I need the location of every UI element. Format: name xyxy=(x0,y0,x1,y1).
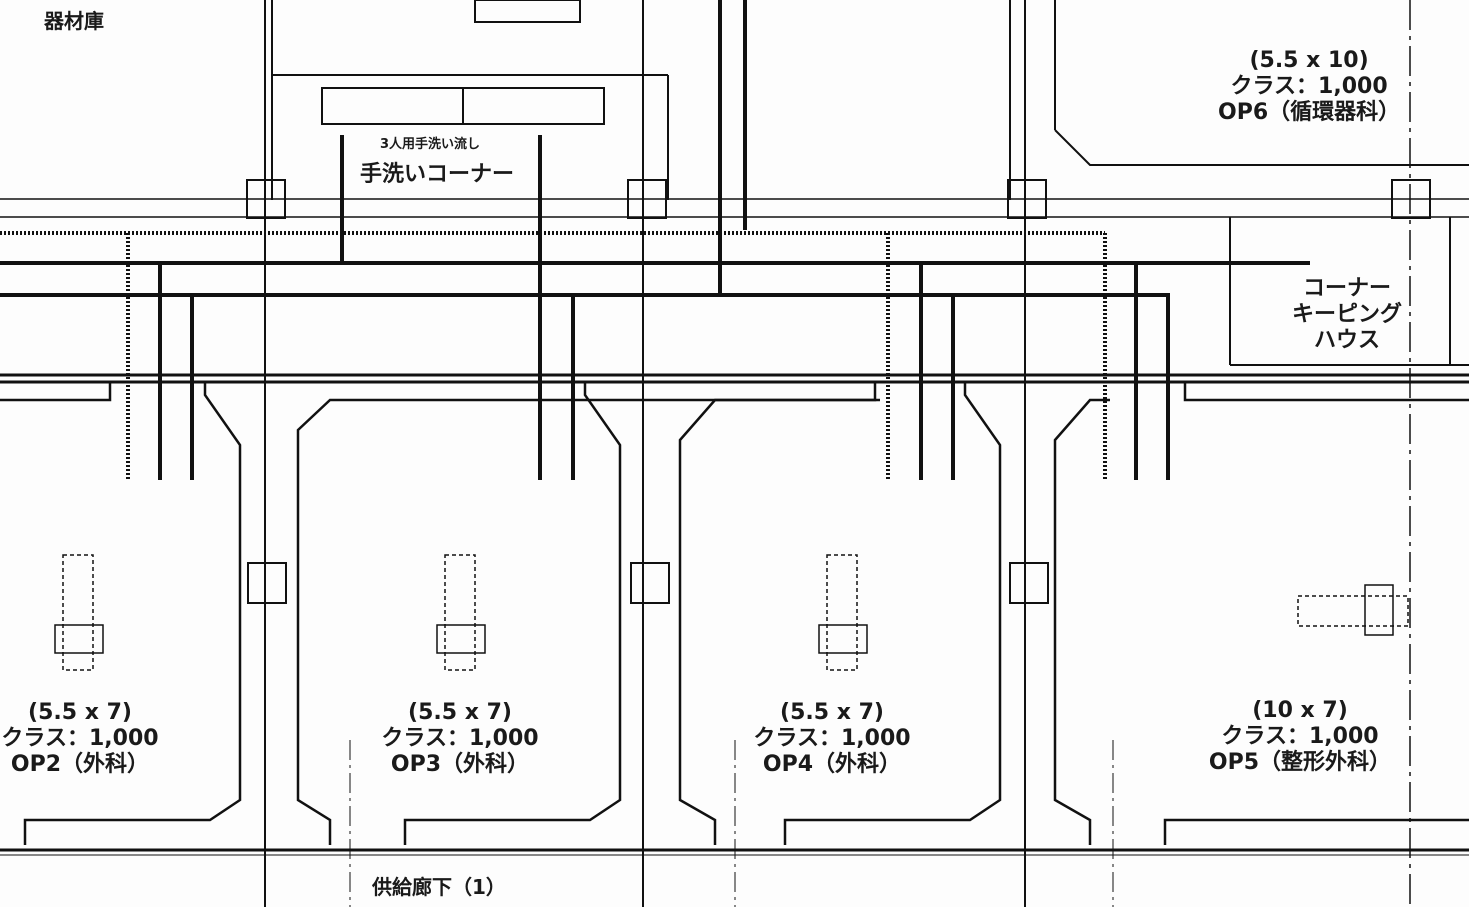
pipes xyxy=(0,0,1310,480)
columns xyxy=(246,179,1431,604)
op5-class: クラス：1,000 xyxy=(1221,724,1379,749)
op6-name: OP6（循環器科） xyxy=(1218,100,1401,125)
op5-size: (10 x 7) xyxy=(1252,698,1348,723)
room-label-op5: (10 x 7) クラス：1,000 OP5（整形外科） xyxy=(1200,698,1400,776)
op2-name: OP2（外科） xyxy=(10,752,150,777)
room-label-op3: (5.5 x 7) クラス：1,000 OP3（外科） xyxy=(370,700,550,778)
room-label-storage: 器材庫 xyxy=(44,9,104,33)
op6-size: (5.5 x 10) xyxy=(1249,48,1369,73)
op5-name: OP5（整形外科） xyxy=(1208,750,1392,775)
op3-class: クラス：1,000 xyxy=(381,726,539,751)
or-walls xyxy=(0,382,1469,845)
op3-name: OP3（外科） xyxy=(390,752,530,777)
room-label-op6: (5.5 x 10) クラス：1,000 OP6（循環器科） xyxy=(1218,48,1400,126)
sink xyxy=(321,87,605,125)
room-label-housekeeping: コーナー キーピング ハウス xyxy=(1292,276,1402,354)
op2-size: (5.5 x 7) xyxy=(28,700,132,725)
room-label-op4: (5.5 x 7) クラス：1,000 OP4（外科） xyxy=(742,700,922,778)
housekeeping-line-2: キーピング xyxy=(1292,302,1403,327)
sink-label: 3人用手洗い流し xyxy=(380,137,481,152)
room-label-op2: (5.5 x 7) クラス：1,000 OP2（外科） xyxy=(0,700,170,778)
corridor-label: 供給廊下（1） xyxy=(372,875,506,899)
op4-name: OP4（外科） xyxy=(762,752,902,777)
op4-class: クラス：1,000 xyxy=(753,726,911,751)
housekeeping-line-1: コーナー xyxy=(1303,276,1392,301)
op6-class: クラス：1,000 xyxy=(1230,74,1388,99)
op-tables xyxy=(54,554,1409,671)
op3-size: (5.5 x 7) xyxy=(408,700,512,725)
op4-size: (5.5 x 7) xyxy=(780,700,884,725)
housekeeping-line-3: ハウス xyxy=(1314,328,1381,353)
room-label-handwash: 手洗いコーナー xyxy=(360,162,515,187)
op2-class: クラス：1,000 xyxy=(1,726,159,751)
